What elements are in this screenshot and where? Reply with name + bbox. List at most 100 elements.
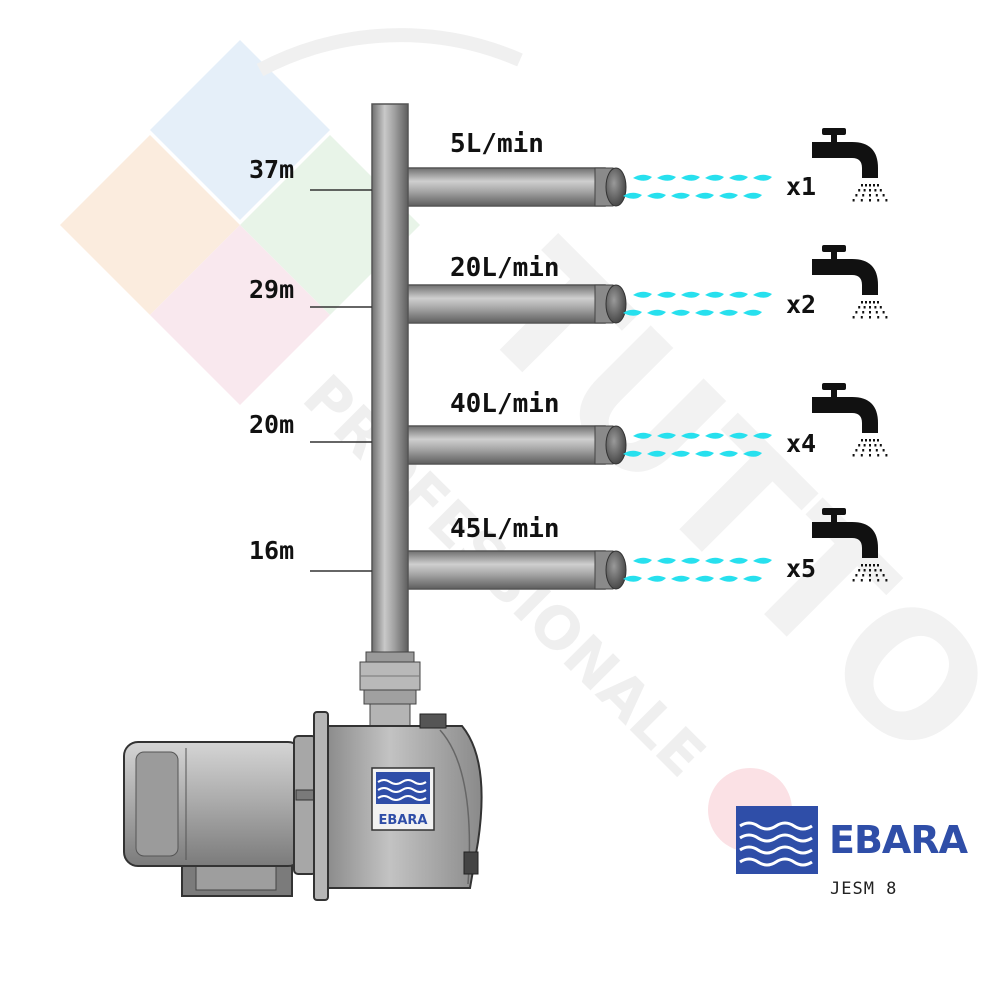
faucet-spray-dot [875, 311, 878, 314]
water-droplet [671, 192, 690, 199]
faucet-spray-dot [869, 439, 871, 442]
height-label-20m: 20m [249, 410, 295, 439]
faucet-spray-dot [882, 574, 885, 577]
faucet-icon [812, 508, 888, 582]
faucet-spray-dot [885, 579, 888, 582]
faucet-spray-dot [877, 579, 880, 582]
faucet-spray-dot [858, 306, 861, 309]
faucet-spray-dot [885, 316, 888, 319]
riser-pipe [371, 103, 409, 661]
water-droplet [671, 575, 690, 582]
faucet-spray-dot [863, 444, 866, 447]
water-droplet [623, 309, 642, 316]
water-stream [623, 432, 772, 457]
water-droplet [729, 291, 748, 298]
faucets [812, 128, 888, 582]
faucet-spray-dot [877, 301, 879, 304]
brand-logo [736, 806, 818, 874]
water-droplet [729, 557, 748, 564]
faucet-spray-dot [852, 316, 855, 319]
water-droplet [681, 291, 700, 298]
faucet-spray-dot [862, 449, 865, 452]
pipe-end-cap [594, 550, 627, 590]
faucet-spray-dot [869, 579, 871, 582]
faucet-spray-dot [852, 454, 855, 457]
water-droplet [633, 174, 652, 181]
faucet-icon [812, 245, 888, 319]
faucet-spray-dot [855, 194, 858, 197]
water-droplet [647, 575, 666, 582]
watermark-arc [256, 28, 523, 77]
faucet-part [812, 259, 878, 295]
faucet-spray-dot [861, 564, 863, 567]
watermark-diamond-blue [150, 40, 330, 220]
flow-label-29m: 20L/min [450, 253, 560, 283]
water-droplet [719, 450, 738, 457]
faucet-icon [812, 128, 888, 202]
faucet-spray-dot [865, 184, 867, 187]
faucet-spray-dot [863, 189, 866, 192]
faucet-spray-dot [861, 439, 863, 442]
water-droplet [705, 557, 724, 564]
water-droplet [657, 291, 676, 298]
faucet-spray-dot [869, 306, 871, 309]
water-droplet [623, 575, 642, 582]
faucet-part [812, 142, 878, 178]
faucet-spray-dot [858, 444, 861, 447]
faucet-spray-dot [879, 306, 882, 309]
faucet-spray-dot [877, 439, 879, 442]
faucet-spray-dot [862, 574, 865, 577]
faucet-spray-dot [875, 574, 878, 577]
faucet-spray-dot [852, 579, 855, 582]
faucet-part [831, 514, 837, 522]
faucet-spray-dot [855, 574, 858, 577]
pump-unit: EBARA [123, 711, 483, 901]
faucet-spray-dot [852, 199, 855, 202]
water-droplet [743, 192, 762, 199]
water-droplet [633, 291, 652, 298]
faucet-spray-dot [874, 189, 877, 192]
faucet-spray-dot [877, 184, 879, 187]
faucet-spray-dot [869, 184, 871, 187]
water-droplet [743, 575, 762, 582]
water-droplet [633, 432, 652, 439]
faucet-spray-dot [862, 194, 865, 197]
watermark-diamond-pink [150, 225, 330, 405]
water-droplet [719, 575, 738, 582]
water-droplet [705, 174, 724, 181]
water-stream [623, 291, 772, 316]
brand-name: EBARA [829, 818, 968, 862]
faucet-spray-dot [869, 316, 871, 319]
water-droplet [623, 450, 642, 457]
faucet-spray-dot [858, 189, 861, 192]
faucet-spray-dot [869, 301, 871, 304]
faucet-part [831, 389, 837, 397]
water-droplet [743, 450, 762, 457]
branch-pipe-29m [399, 284, 606, 324]
water-droplet [695, 192, 714, 199]
height-label-29m: 29m [249, 275, 295, 304]
water-droplet [753, 291, 772, 298]
faucet-spray-dot [858, 569, 861, 572]
faucet-spray-dot [874, 569, 877, 572]
faucet-icon [812, 383, 888, 457]
faucet-spray-dot [855, 311, 858, 314]
water-droplet [695, 450, 714, 457]
union-fitting [359, 651, 421, 729]
water-droplet [657, 557, 676, 564]
water-droplet [647, 450, 666, 457]
faucet-spray-dot [865, 439, 867, 442]
pipe-end-cap [594, 284, 627, 324]
faucet-spray-dot [874, 306, 877, 309]
water-droplet [695, 575, 714, 582]
faucet-spray-dot [873, 439, 875, 442]
water-droplet [623, 192, 642, 199]
faucet-spray-dot [869, 444, 871, 447]
faucet-spray-dot [861, 301, 863, 304]
faucet-spray-dot [860, 579, 863, 582]
faucet-spray-dot [874, 444, 877, 447]
water-droplet [633, 557, 652, 564]
faucet-spray-dot [875, 449, 878, 452]
water-droplet [705, 432, 724, 439]
